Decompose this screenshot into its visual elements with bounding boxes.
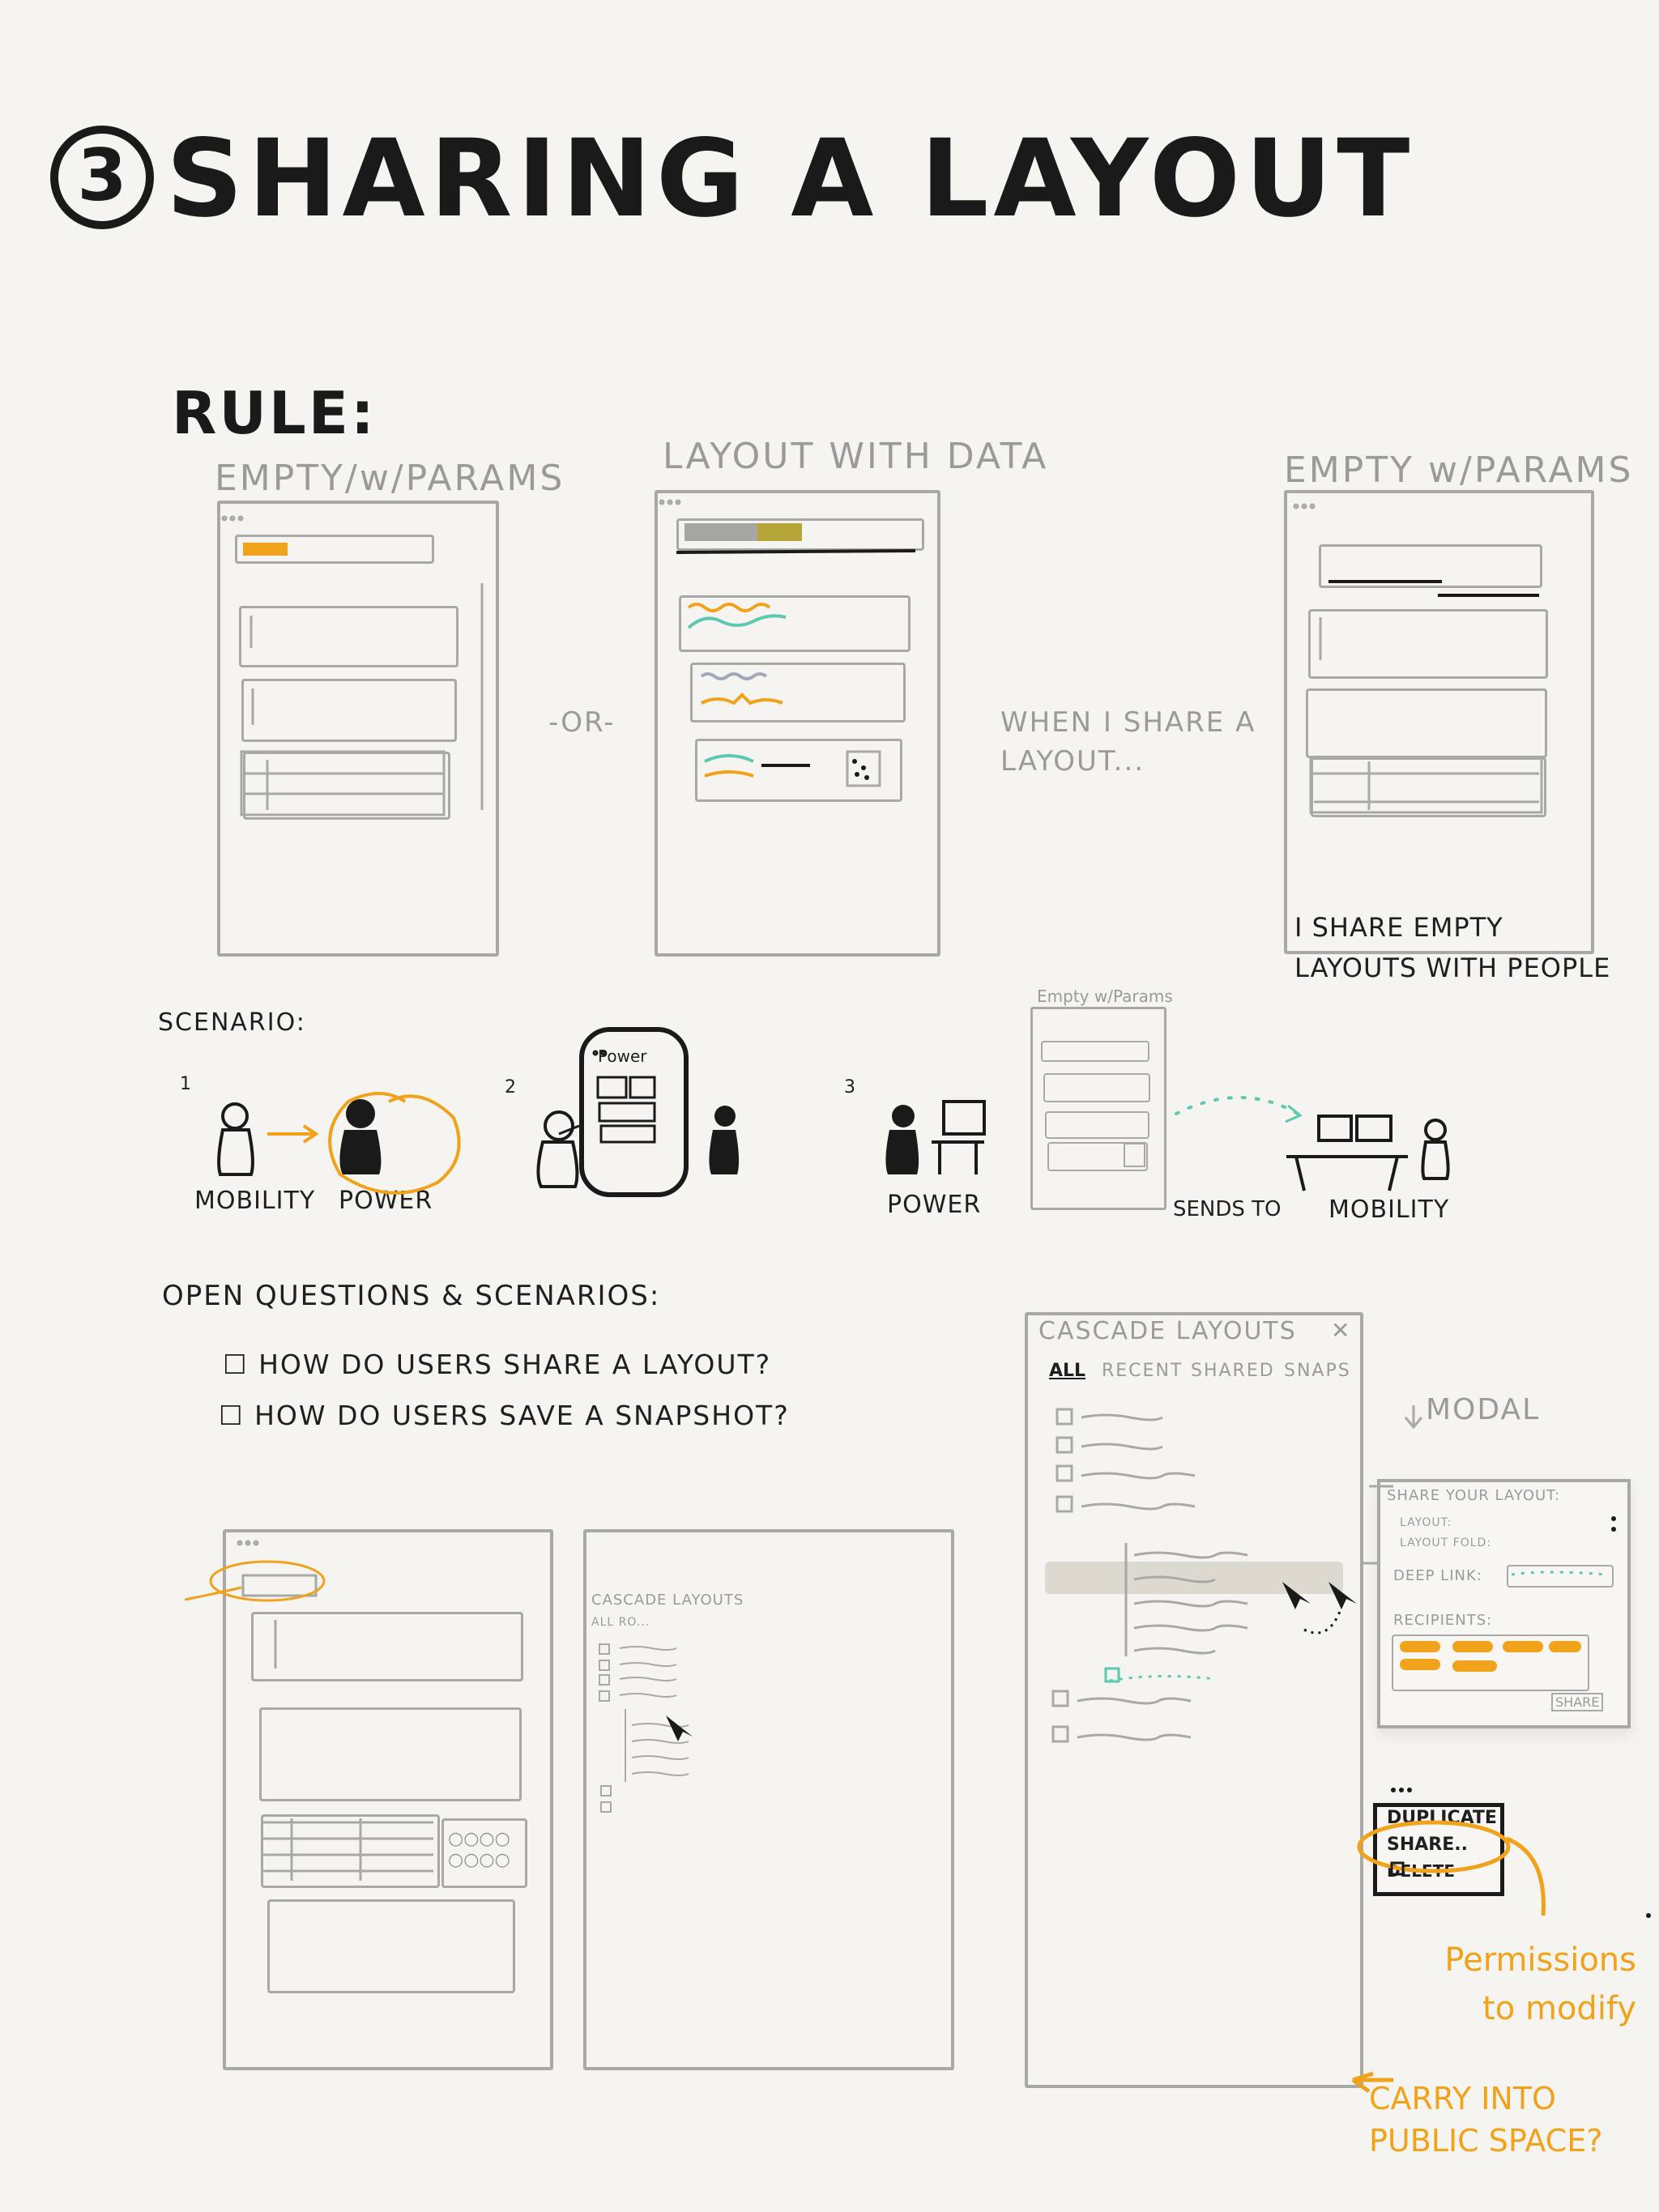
deep-link-input[interactable] [1507, 1565, 1614, 1588]
layout-frame-empty-right [1284, 490, 1594, 954]
scenario-step-3: 3 [844, 1077, 855, 1097]
question-item: ☐ HOW DO USERS SAVE A SNAPSHOT? [219, 1400, 790, 1431]
mini-layout-label: Empty w/Params [1037, 987, 1173, 1006]
mobility-label: MOBILITY [194, 1187, 316, 1215]
folder-field-label: LAYOUT FOLD: [1400, 1536, 1492, 1549]
cascade-layouts-panel [1025, 1312, 1363, 2088]
question-text: HOW DO USERS SHARE A LAYOUT? [258, 1349, 772, 1380]
empty-widget [259, 1707, 522, 1801]
layout-frame-with-data [655, 490, 940, 957]
close-icon[interactable]: ✕ [1331, 1317, 1352, 1344]
cascade-title: CASCADE LAYOUTS [1038, 1317, 1297, 1345]
param-bar [1319, 544, 1542, 588]
tab-shared[interactable]: SHARED [1191, 1361, 1275, 1381]
tab-recent[interactable]: RECENT [1102, 1361, 1183, 1381]
table-widget [695, 739, 902, 802]
param-bar-fill [684, 523, 757, 541]
recipient-chip[interactable] [1452, 1660, 1497, 1672]
param-bar [235, 535, 434, 564]
empty-widget [239, 606, 458, 667]
recipient-chip[interactable] [1503, 1641, 1543, 1652]
kpi-values: ○○○○○○○○ [448, 1829, 510, 1870]
recipient-chip[interactable] [1400, 1641, 1440, 1652]
param-bar-fill-olive [757, 523, 802, 541]
sends-to-label: SENDS TO [1173, 1197, 1282, 1221]
param-bar [676, 518, 924, 551]
question-text: HOW DO USERS SAVE A SNAPSHOT? [254, 1400, 790, 1431]
param-bar [251, 1612, 523, 1681]
share-note: WHEN I SHARE A LAYOUT... [1000, 706, 1256, 778]
permissions-note: Permissions to modify [1444, 1941, 1636, 2027]
recipient-chip[interactable] [1549, 1641, 1581, 1652]
scenario-step-2: 2 [505, 1077, 516, 1097]
context-menu [1373, 1803, 1504, 1896]
modal-heading: SHARE YOUR LAYOUT: [1387, 1487, 1561, 1504]
question-item: ☐ HOW DO USERS SHARE A LAYOUT? [223, 1349, 771, 1380]
mini-layout-frame [1030, 1007, 1166, 1210]
power-label-3: POWER [887, 1191, 982, 1219]
mini-param [1041, 1041, 1149, 1062]
layout-frame-empty-left [217, 501, 499, 957]
checkbox-icon[interactable]: ☐ [223, 1349, 249, 1380]
carry-note: CARRY INTO PUBLIC SPACE? [1369, 2081, 1603, 2159]
middle-panel-label: LAYOUT WITH DATA [663, 436, 1049, 477]
mobility-label-3: MOBILITY [1328, 1196, 1450, 1224]
recipients-input[interactable] [1392, 1634, 1589, 1691]
empty-widget [1308, 609, 1548, 679]
right-caption: I SHARE EMPTY LAYOUTS WITH PEOPLE [1294, 912, 1611, 983]
mini-widget [1045, 1111, 1149, 1139]
questions-heading: OPEN QUESTIONS & SCENARIOS: [162, 1280, 661, 1312]
layout-bubble [579, 1027, 689, 1197]
recipients-label: RECIPIENTS: [1393, 1612, 1493, 1629]
recipient-chip[interactable] [1452, 1641, 1493, 1652]
scenario-heading: SCENARIO: [158, 1008, 306, 1037]
chart-widget [690, 663, 906, 722]
param-bar-fill [243, 543, 288, 556]
table-widget [261, 1814, 440, 1888]
chart-widget [679, 595, 911, 652]
highlighted-row[interactable] [1045, 1562, 1343, 1594]
layout-field-label: LAYOUT: [1400, 1516, 1452, 1529]
kpi-widget [441, 1818, 527, 1888]
rule-label: RULE: [172, 379, 377, 447]
tab-all[interactable]: ALL [1049, 1361, 1086, 1381]
right-panel-label: EMPTY w/PARAMS [1284, 450, 1634, 491]
modal-label: MODAL [1426, 1393, 1541, 1426]
recipient-chip[interactable] [1400, 1659, 1440, 1670]
checkbox-icon[interactable]: ☐ [219, 1400, 245, 1431]
cascade-mini-title: CASCADE LAYOUTS [591, 1592, 744, 1609]
cascade-panel-frame [583, 1529, 954, 2070]
tab-snaps[interactable]: SNAPS [1284, 1361, 1351, 1381]
mini-widget [1047, 1142, 1148, 1171]
share-button[interactable]: SHARE [1551, 1693, 1604, 1711]
scenario-step-1: 1 [180, 1074, 191, 1094]
page-title: SHARING A LAYOUT [166, 117, 1415, 241]
mini-widget [1043, 1073, 1150, 1102]
empty-widget [267, 1899, 515, 1993]
cascade-mini-row: ALL RO... [591, 1616, 650, 1629]
deep-link-label: DEEP LINK: [1393, 1567, 1482, 1584]
empty-widget [241, 679, 457, 742]
or-label: -OR- [548, 706, 616, 739]
layout-frame-bottom [223, 1529, 553, 2070]
left-panel-label: EMPTY/w/PARAMS [215, 458, 565, 499]
menu-item-share[interactable]: SHARE.. [1387, 1835, 1468, 1855]
step-number-circle: 3 [50, 126, 154, 229]
